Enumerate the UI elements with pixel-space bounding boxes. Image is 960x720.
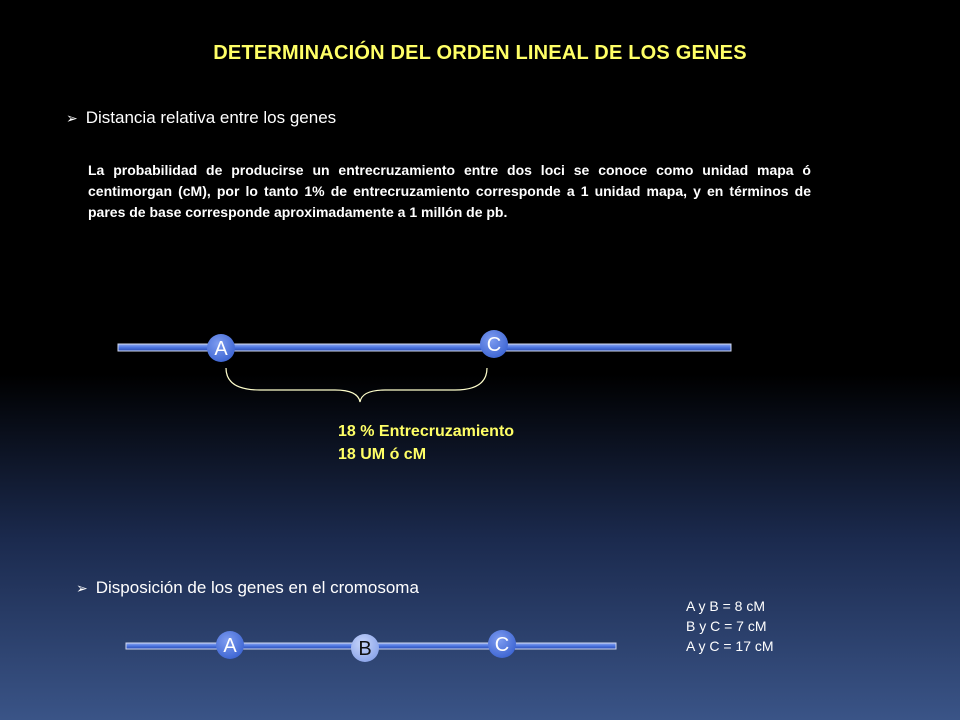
chromosome-1-bar xyxy=(117,343,732,352)
gene-b2-circle xyxy=(351,634,379,662)
definition-paragraph: La probabilidad de producirse un entrecr… xyxy=(88,162,811,220)
gene-c2-marker: C xyxy=(488,630,516,658)
chromosome-2: A B C xyxy=(125,630,617,662)
gene-c2-circle xyxy=(488,630,516,658)
crossover-caption: 18 % Entrecruzamiento 18 UM ó cM xyxy=(338,420,514,466)
arrow-bullet-icon: ➢ xyxy=(66,109,78,126)
distance-relations: A y B = 8 cM B y C = 7 cM A y C = 17 cM xyxy=(686,596,774,656)
gene-b2-label: B xyxy=(358,638,371,660)
section-heading-arrangement-text: Disposición de los genes en el cromosoma xyxy=(95,578,419,597)
distance-bracket xyxy=(225,367,488,403)
relation-bc: B y C = 7 cM xyxy=(686,618,767,634)
slide-title: DETERMINACIÓN DEL ORDEN LINEAL DE LOS GE… xyxy=(213,42,747,64)
gene-a-label: A xyxy=(214,338,228,360)
section-heading-arrangement: ➢ Disposición de los genes en el cromoso… xyxy=(76,578,419,598)
relation-ab: A y B = 8 cM xyxy=(686,598,765,614)
crossover-percent: 18 % Entrecruzamiento xyxy=(338,423,515,440)
gene-c-circle xyxy=(480,330,508,358)
gene-c-marker: C xyxy=(480,330,508,358)
gene-a2-circle xyxy=(216,631,244,659)
crossover-units: 18 UM ó cM xyxy=(338,446,427,463)
gene-a2-marker: A xyxy=(216,631,244,659)
section-heading-distance: ➢ Distancia relativa entre los genes xyxy=(66,108,336,128)
section-heading-distance-text: Distancia relativa entre los genes xyxy=(85,108,337,127)
gene-b2-marker: B xyxy=(351,634,379,662)
gene-c-label: C xyxy=(487,334,501,356)
gene-a-circle xyxy=(207,334,235,362)
gene-a-marker: A xyxy=(207,334,235,362)
arrow-bullet-icon: ➢ xyxy=(76,579,88,596)
relation-ac: A y C = 17 cM xyxy=(686,638,774,654)
chromosome-1: A C xyxy=(117,330,732,403)
gene-c2-label: C xyxy=(495,634,509,656)
gene-a2-label: A xyxy=(223,635,237,657)
